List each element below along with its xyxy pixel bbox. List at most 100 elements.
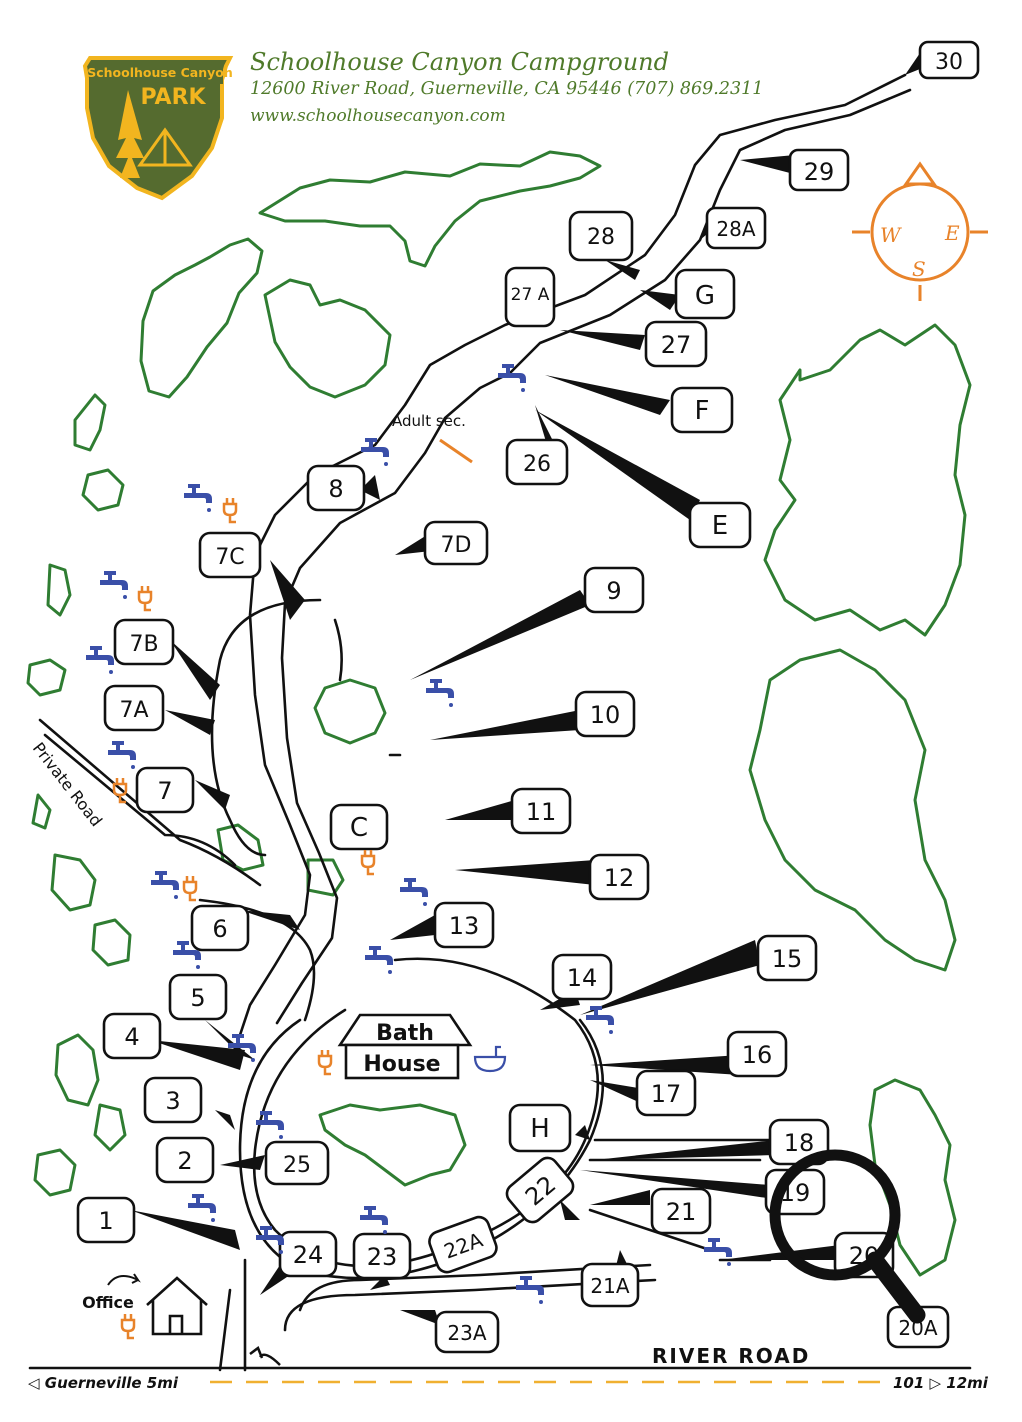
- svg-text:30: 30: [935, 50, 963, 75]
- svg-text:27 A: 27 A: [511, 285, 550, 305]
- campsite-25[interactable]: 25: [264, 1140, 330, 1186]
- magnifier-icon: [769, 1149, 926, 1324]
- campsite-14[interactable]: 14: [551, 953, 613, 1001]
- campsite-30[interactable]: 30: [918, 40, 980, 80]
- water-faucet-icon: [100, 571, 128, 599]
- campsite-29[interactable]: 29: [788, 148, 850, 192]
- campsite-22[interactable]: 22: [503, 1154, 577, 1226]
- campsite-13[interactable]: 13: [433, 901, 495, 949]
- svg-text:14: 14: [567, 964, 598, 992]
- svg-text:29: 29: [804, 158, 835, 186]
- campsite-26[interactable]: 26: [505, 438, 569, 486]
- campsite-16[interactable]: 16: [726, 1030, 788, 1078]
- river-road-label: RIVER ROAD: [652, 1344, 810, 1368]
- highway-direction: 101 ▷ 12mi: [893, 1374, 989, 1392]
- svg-text:16: 16: [742, 1041, 773, 1069]
- svg-text:28A: 28A: [716, 217, 755, 241]
- tree-icon: [116, 90, 144, 178]
- bath-house[interactable]: Bath House: [337, 1013, 473, 1080]
- campsite-10[interactable]: 10: [574, 690, 636, 738]
- water-faucet-icon: [426, 679, 454, 707]
- svg-text:21: 21: [666, 1198, 697, 1226]
- campsite-7c[interactable]: 7C: [198, 531, 262, 579]
- campsite-21[interactable]: 21: [650, 1187, 712, 1235]
- water-faucet-icon: [256, 1111, 284, 1139]
- svg-text:4: 4: [124, 1023, 139, 1051]
- park-logo[interactable]: Schoolhouse Canyon PARK: [82, 56, 234, 201]
- electric-plug-icon: [360, 848, 376, 876]
- campsite-18[interactable]: 18: [768, 1118, 830, 1166]
- campsite-7d[interactable]: 7D: [423, 520, 489, 566]
- svg-text:27: 27: [661, 331, 692, 359]
- campsite-g[interactable]: G: [674, 268, 736, 320]
- svg-text:10: 10: [590, 701, 621, 729]
- svg-text:18: 18: [784, 1129, 815, 1157]
- svg-text:5: 5: [190, 984, 205, 1012]
- campsite-28a[interactable]: 28A: [705, 206, 767, 250]
- campsite-e[interactable]: E: [688, 501, 752, 549]
- bath-house-label-2: House: [363, 1052, 440, 1077]
- svg-text:3: 3: [165, 1087, 180, 1115]
- svg-text:23A: 23A: [447, 1321, 486, 1345]
- svg-text:E: E: [944, 221, 960, 245]
- campsite-24[interactable]: 24: [278, 1230, 338, 1278]
- campsite-7b[interactable]: 7B: [113, 618, 175, 666]
- logo-park: PARK: [140, 85, 206, 110]
- adult-section-marker: [439, 438, 473, 464]
- campsite-1[interactable]: 1: [76, 1196, 136, 1244]
- campsite-6[interactable]: 6: [190, 904, 250, 952]
- campsite-h[interactable]: H: [508, 1103, 572, 1153]
- entrance-arrow-icon: [249, 1346, 281, 1366]
- water-faucet-icon: [498, 364, 526, 392]
- site-spurs: [130, 53, 930, 1325]
- campsite-15[interactable]: 15: [756, 934, 818, 982]
- electric-plug-icon: [317, 1048, 333, 1076]
- svg-text:15: 15: [772, 945, 803, 973]
- campsite-9[interactable]: 9: [583, 566, 645, 614]
- guerneville-direction: ◁ Guerneville 5mi: [28, 1374, 179, 1392]
- svg-text:17: 17: [651, 1080, 682, 1108]
- svg-text:7B: 7B: [129, 632, 158, 657]
- water-faucet-icon: [400, 878, 428, 906]
- svg-text:C: C: [350, 813, 368, 843]
- water-faucet-icon: [151, 871, 179, 899]
- campsite-11[interactable]: 11: [510, 787, 572, 835]
- arrow-icon: [107, 1273, 141, 1286]
- campsite-17[interactable]: 17: [635, 1069, 697, 1117]
- campsite-27[interactable]: 27: [644, 320, 708, 368]
- campsite-7a[interactable]: 7A: [103, 684, 165, 732]
- campsite-8[interactable]: 8: [306, 464, 366, 512]
- campsite-f[interactable]: F: [670, 386, 734, 434]
- campsite-23a[interactable]: 23A: [434, 1310, 500, 1354]
- campsite-4[interactable]: 4: [102, 1012, 162, 1060]
- svg-text:7A: 7A: [119, 698, 148, 723]
- svg-text:28: 28: [587, 225, 615, 250]
- svg-text:21A: 21A: [590, 1274, 629, 1298]
- campsite-20a[interactable]: 20A: [886, 1305, 950, 1349]
- svg-text:24: 24: [293, 1241, 324, 1269]
- campsite-5[interactable]: 5: [168, 973, 228, 1021]
- svg-text:1: 1: [98, 1207, 113, 1235]
- svg-text:8: 8: [328, 475, 343, 503]
- water-faucet-icon: [184, 484, 212, 512]
- campsite-21a[interactable]: 21A: [580, 1262, 640, 1308]
- office-cabin-icon[interactable]: [146, 1276, 208, 1336]
- campsite-27a[interactable]: 27 A: [504, 266, 556, 328]
- adult-section-label: Adult sec.: [392, 412, 466, 430]
- campground-website[interactable]: www.schoolhousecanyon.com: [250, 106, 506, 126]
- campsite-23[interactable]: 23: [352, 1232, 412, 1280]
- campsite-7[interactable]: 7: [135, 766, 195, 814]
- campsite-28[interactable]: 28: [568, 210, 634, 262]
- logo-name: Schoolhouse Canyon: [87, 65, 233, 80]
- campsite-3[interactable]: 3: [143, 1076, 203, 1124]
- svg-text:2: 2: [177, 1147, 192, 1175]
- water-faucet-icon: [108, 741, 136, 769]
- campsite-c[interactable]: C: [329, 803, 389, 851]
- campsite-2[interactable]: 2: [155, 1136, 215, 1184]
- water-faucet-icon: [360, 1206, 388, 1234]
- campsite-12[interactable]: 12: [588, 853, 650, 901]
- water-faucet-icon: [86, 646, 114, 674]
- campsite-22a[interactable]: 22A: [427, 1214, 500, 1275]
- svg-text:23: 23: [367, 1243, 398, 1271]
